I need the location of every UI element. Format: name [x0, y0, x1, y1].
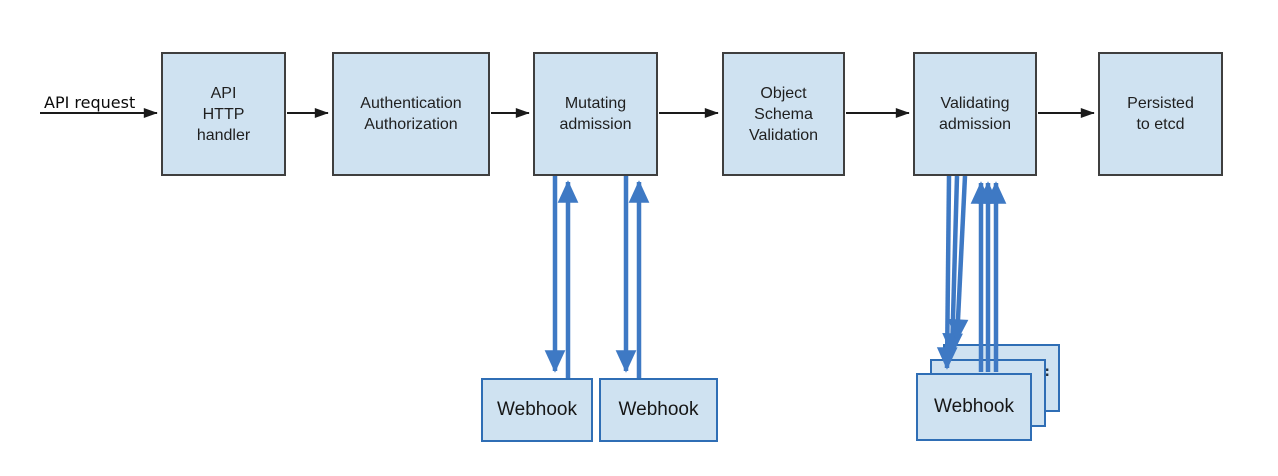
node-persisted-to-etcd: Persisted to etcd: [1098, 52, 1223, 176]
webhook-label: Webhook: [497, 399, 577, 420]
node-validating-admission: Validating admission: [913, 52, 1037, 176]
api-request-label: API request: [44, 93, 136, 112]
node-label-line: admission: [559, 116, 632, 133]
node-label-line: HTTP: [202, 105, 245, 123]
node-label-line: handler: [196, 126, 251, 144]
arrow-validating-to-webhook-c: [947, 175, 969, 342]
node-label-line: to etcd: [1136, 116, 1185, 133]
node-label-line: Validation: [748, 126, 819, 144]
node-authentication-authorization: Authentication Authorization: [332, 52, 490, 176]
node-label-line: Persisted: [1127, 95, 1194, 112]
node-label-line: Schema: [754, 105, 813, 123]
arrow-validating-to-webhook-b: [942, 175, 963, 356]
node-label-line: API: [210, 84, 237, 102]
more-webhooks-indicator: :: [1043, 364, 1052, 380]
webhook-label: Webhook: [934, 396, 1014, 417]
node-mutating-admission: Mutating admission: [533, 52, 658, 176]
node-label-line: Authentication: [360, 95, 462, 112]
arrow-validating-to-webhook-a: [936, 175, 958, 370]
mutating-webhook-1: Webhook: [481, 378, 593, 442]
validating-webhook-front: Webhook: [916, 373, 1032, 441]
node-label-line: Object: [760, 84, 807, 102]
node-label-line: admission: [938, 116, 1012, 133]
node-label-line: Validating: [940, 95, 1010, 112]
webhook-label: Webhook: [618, 399, 699, 420]
node-label-line: Authorization: [364, 116, 458, 133]
node-api-http-handler: API HTTP handler: [161, 52, 286, 176]
node-object-schema-validation: Object Schema Validation: [722, 52, 845, 176]
mutating-webhook-2: Webhook: [599, 378, 718, 442]
node-label-line: Mutating: [564, 95, 627, 112]
